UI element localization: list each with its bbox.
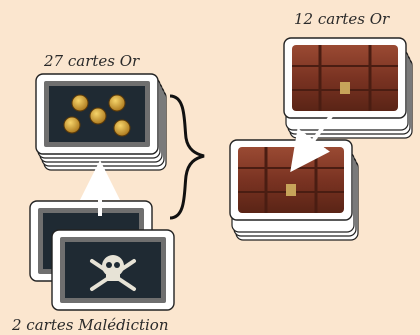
chest-card-stack-top (283, 37, 413, 139)
gold-card (35, 73, 159, 155)
curse-card-front (51, 229, 175, 311)
curse-card-stack (29, 200, 175, 311)
gold-coins-icon (63, 94, 131, 137)
chest-count-label: 12 cartes Or (294, 10, 390, 28)
chest-card (229, 139, 353, 221)
curse-count-label: 2 cartes Malédiction (11, 316, 169, 334)
chest-card-stack-bottom (229, 139, 359, 241)
skull-crossbones-icon (90, 255, 136, 291)
chest-card (283, 37, 407, 119)
gold-card-stack (35, 73, 167, 171)
treasure-chest-icon (292, 45, 398, 111)
gold-count-label: 27 cartes Or (43, 52, 140, 70)
arrow-icon (290, 110, 336, 173)
curly-brace-icon (169, 94, 205, 220)
